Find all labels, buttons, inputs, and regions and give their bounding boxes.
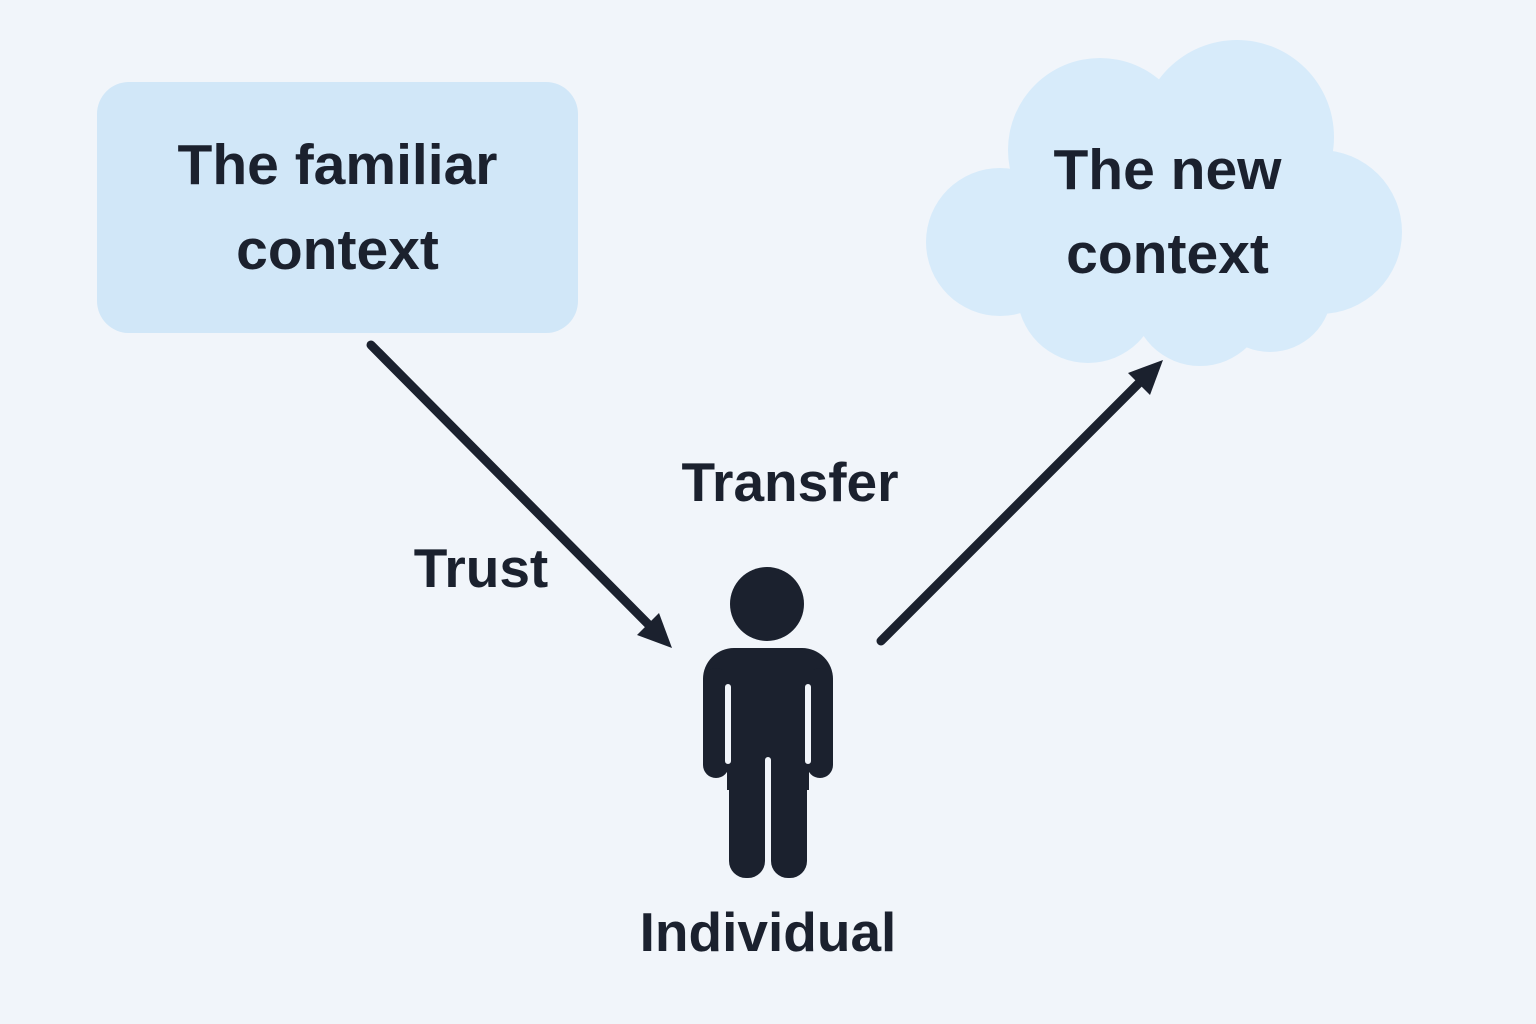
- familiar-context-label: The familiar context: [177, 133, 498, 282]
- trust-arrow-icon: [366, 340, 672, 648]
- trust-label: Trust: [413, 537, 549, 599]
- person-icon: [703, 567, 833, 887]
- transfer-arrow-icon: [876, 360, 1163, 646]
- new-context-label: The new context: [1053, 138, 1282, 287]
- cloud-shape: [926, 40, 1402, 366]
- transfer-label: Transfer: [681, 451, 899, 513]
- familiar-context-box: The familiar context: [97, 82, 578, 333]
- individual-label: Individual: [639, 901, 897, 963]
